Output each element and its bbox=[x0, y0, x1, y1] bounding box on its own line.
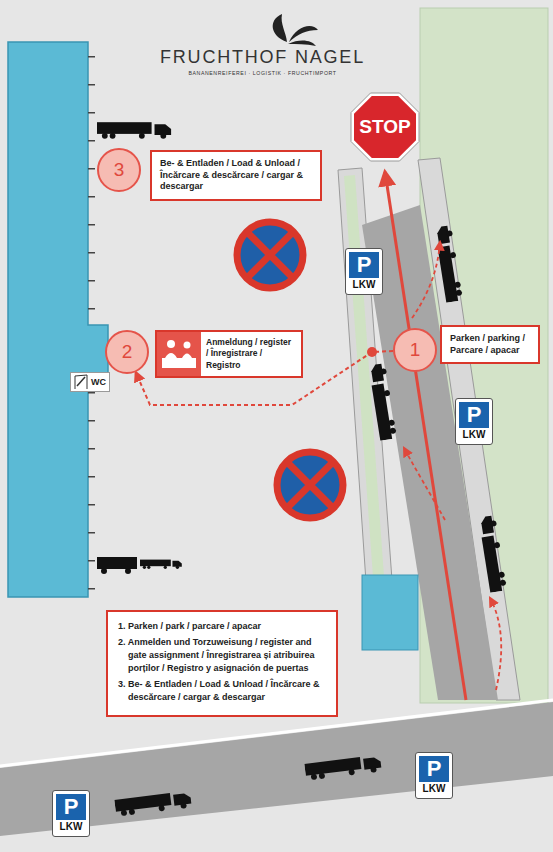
route-arrows bbox=[367, 172, 501, 700]
road-curbs bbox=[338, 158, 520, 700]
route-arrows bbox=[404, 448, 445, 520]
sign-text: Parken / parking / Parcare / apacar bbox=[450, 333, 530, 356]
no-stopping-sign bbox=[277, 452, 343, 518]
sign-text: LKW bbox=[459, 428, 489, 441]
wc-sign: WC bbox=[70, 372, 110, 392]
truck-parking-sign: PLKW bbox=[52, 790, 90, 837]
sign-text: LKW bbox=[56, 820, 86, 833]
truck-icons bbox=[304, 755, 382, 781]
callout-number: 1 bbox=[410, 339, 421, 361]
warehouse-building bbox=[8, 42, 108, 597]
sign-text: Be- & Entladen / Load & Unload / Încărca… bbox=[160, 158, 312, 193]
truck-icons bbox=[368, 363, 397, 441]
no-stopping-sign bbox=[237, 222, 303, 288]
truck-icons bbox=[434, 225, 463, 303]
truck-parking-sign: PLKW bbox=[415, 752, 453, 799]
truck-parking-sign: PLKW bbox=[345, 248, 383, 295]
gate-house bbox=[362, 575, 418, 650]
wc-icon bbox=[75, 375, 87, 389]
registration-icon bbox=[157, 332, 201, 376]
logo-leaves bbox=[273, 14, 318, 46]
truck-icons bbox=[114, 791, 192, 817]
registration-icon bbox=[162, 358, 196, 368]
registration-icon bbox=[165, 353, 177, 358]
truck-icons bbox=[97, 122, 171, 139]
no-stopping-sign bbox=[237, 222, 303, 288]
no-stopping-sign bbox=[248, 233, 292, 277]
callout-number: 1 bbox=[393, 328, 437, 372]
truck-icons bbox=[101, 568, 107, 574]
truck-icons bbox=[114, 791, 192, 817]
callout-number: 2 bbox=[105, 330, 149, 374]
sign-text: LKW bbox=[349, 278, 379, 291]
registration-box: Anmeldung / register / Înregistrare / Re… bbox=[155, 330, 303, 378]
truck-icons bbox=[434, 225, 463, 303]
truck-icons bbox=[97, 557, 137, 569]
warehouse-building bbox=[88, 48, 95, 318]
truck-icons bbox=[304, 755, 382, 781]
no-stopping-sign bbox=[288, 463, 332, 507]
wc-icon bbox=[74, 374, 88, 390]
warehouse-building bbox=[8, 42, 108, 597]
route-arrows bbox=[385, 172, 466, 700]
callout-number: 3 bbox=[97, 148, 141, 192]
callout-number: 2 bbox=[122, 341, 133, 363]
legend-item: 2. Anmelden und Torzuweisung / register … bbox=[118, 636, 326, 675]
company-name: FRUCHTHOF NAGEL bbox=[120, 47, 405, 68]
no-stopping-sign bbox=[277, 452, 343, 518]
registration-icon bbox=[184, 342, 191, 349]
company-tagline: BANANENREIFEREI · LOGISTIK · FRUCHTIMPOR… bbox=[120, 70, 405, 76]
callout-box: Be- & Entladen / Load & Unload / Încărca… bbox=[150, 150, 322, 201]
callout-number: 3 bbox=[114, 159, 125, 181]
registration-icon bbox=[157, 332, 201, 376]
sign-text: LKW bbox=[419, 782, 449, 795]
sign-text: P bbox=[419, 756, 449, 782]
sign-text: WC bbox=[91, 377, 106, 387]
wc-icon bbox=[77, 377, 85, 386]
truck-icons bbox=[140, 560, 182, 569]
sign-text: Anmeldung / register / Înregistrare / Re… bbox=[206, 337, 295, 370]
sign-text: P bbox=[56, 794, 86, 820]
truck-parking-sign: PLKW bbox=[455, 398, 493, 445]
warehouse-building bbox=[88, 392, 95, 592]
legend-item: 3. Be- & Entladen / Load & Unload / Încă… bbox=[118, 678, 326, 704]
logo-leaves bbox=[273, 14, 287, 42]
stop-octagon bbox=[354, 96, 416, 158]
truck-icons bbox=[478, 515, 507, 593]
callout-box: Parken / parking / Parcare / apacar bbox=[440, 325, 540, 364]
sign-text: P bbox=[349, 252, 379, 278]
logo-leaves bbox=[289, 26, 318, 42]
stop-octagon bbox=[351, 93, 419, 161]
logo-leaves bbox=[288, 40, 316, 46]
truck-icons bbox=[368, 363, 397, 441]
sign-text: STOP bbox=[359, 116, 410, 138]
route-arrows bbox=[490, 598, 501, 690]
registration-icon bbox=[167, 340, 175, 348]
registration-icon bbox=[182, 354, 192, 359]
legend-item: 1. Parken / park / parcare / apacar bbox=[118, 620, 326, 633]
legend-box: 1. Parken / park / parcare / apacar 2. An… bbox=[106, 610, 338, 717]
truck-icons bbox=[97, 122, 507, 817]
stop-sign: STOP bbox=[350, 92, 420, 162]
sign-text: P bbox=[459, 402, 489, 428]
truck-icons bbox=[125, 568, 131, 574]
truck-icons bbox=[478, 515, 507, 593]
route-arrows bbox=[412, 242, 440, 318]
street bbox=[0, 702, 553, 836]
street bbox=[0, 700, 553, 836]
